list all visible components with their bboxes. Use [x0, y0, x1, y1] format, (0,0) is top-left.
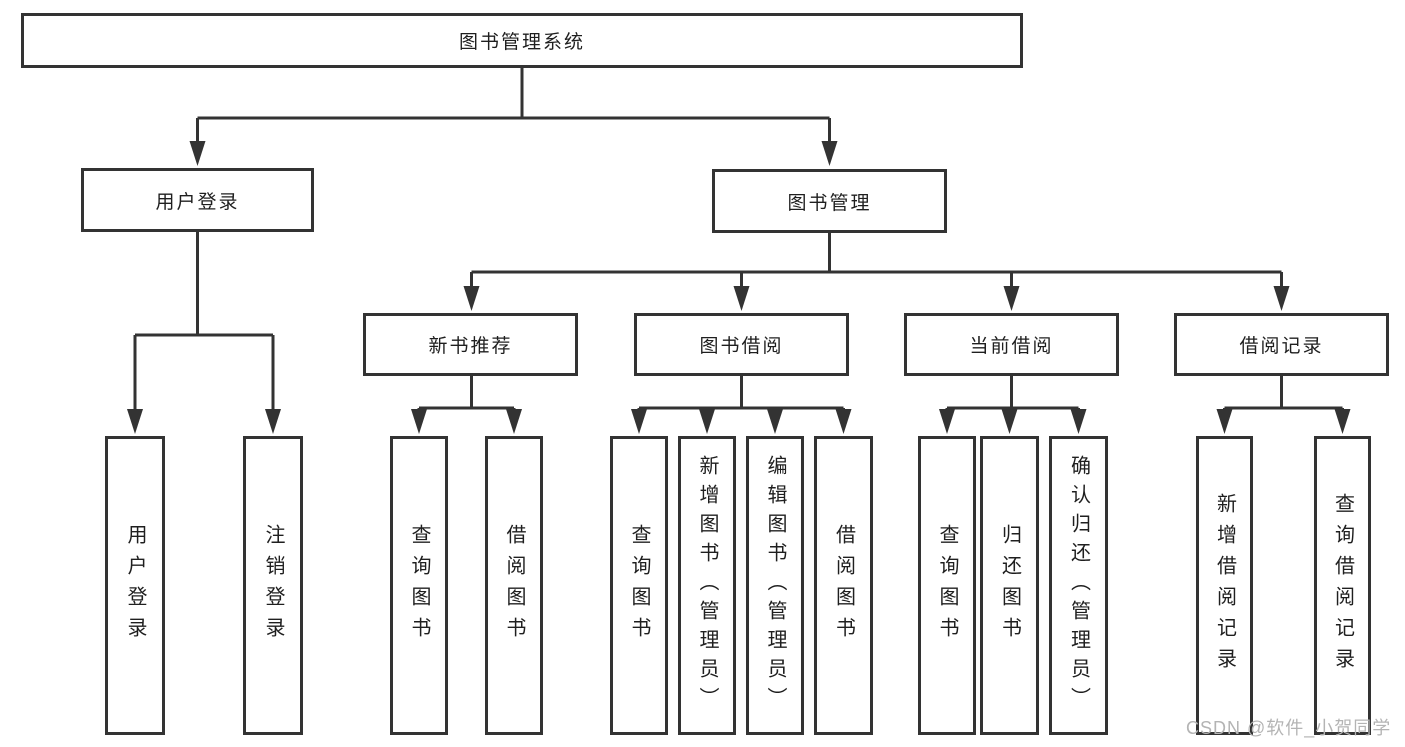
- leaf-label: 编辑图书（管理员）: [764, 455, 786, 716]
- leaf-label: 借阅图书: [832, 523, 855, 648]
- node-user-login: 用户登录: [81, 168, 314, 232]
- leaf-add-book-admin: 新增图书（管理员）: [678, 436, 736, 735]
- leaf-label: 注销登录: [262, 523, 284, 648]
- leaf-label: 查询图书: [628, 523, 650, 648]
- leaf-query-book-1: 查询图书: [390, 436, 448, 735]
- leaf-label: 查询借阅记录: [1331, 492, 1354, 679]
- node-new-book-recommend: 新书推荐: [363, 313, 578, 376]
- leaf-borrow-book-2: 借阅图书: [814, 436, 873, 735]
- node-current-borrow: 当前借阅: [904, 313, 1119, 376]
- leaf-label: 查询图书: [408, 523, 430, 648]
- leaf-return-book: 归还图书: [980, 436, 1039, 735]
- leaf-label: 借阅图书: [503, 523, 525, 648]
- node-book-borrow: 图书借阅: [634, 313, 849, 376]
- node-borrow-records: 借阅记录: [1174, 313, 1389, 376]
- leaf-label: 确认归还（管理员）: [1067, 455, 1090, 716]
- leaf-label: 新增借阅记录: [1213, 492, 1236, 679]
- node-root: 图书管理系统: [21, 13, 1023, 68]
- leaf-label: 查询图书: [936, 523, 958, 648]
- leaf-edit-book-admin: 编辑图书（管理员）: [746, 436, 804, 735]
- leaf-query-book-3: 查询图书: [918, 436, 976, 735]
- leaf-query-borrow-record: 查询借阅记录: [1314, 436, 1371, 735]
- leaf-confirm-return-admin: 确认归还（管理员）: [1049, 436, 1108, 735]
- leaf-user-login: 用户登录: [105, 436, 165, 735]
- leaf-label: 用户登录: [124, 523, 146, 648]
- leaf-query-book-2: 查询图书: [610, 436, 668, 735]
- leaf-label: 新增图书（管理员）: [696, 455, 718, 716]
- leaf-logout: 注销登录: [243, 436, 303, 735]
- csdn-watermark: CSDN @软件_小贺同学: [1186, 718, 1392, 738]
- leaf-borrow-book-1: 借阅图书: [485, 436, 543, 735]
- leaf-label: 归还图书: [998, 523, 1021, 648]
- node-book-management: 图书管理: [712, 169, 947, 233]
- leaf-add-borrow-record: 新增借阅记录: [1196, 436, 1253, 735]
